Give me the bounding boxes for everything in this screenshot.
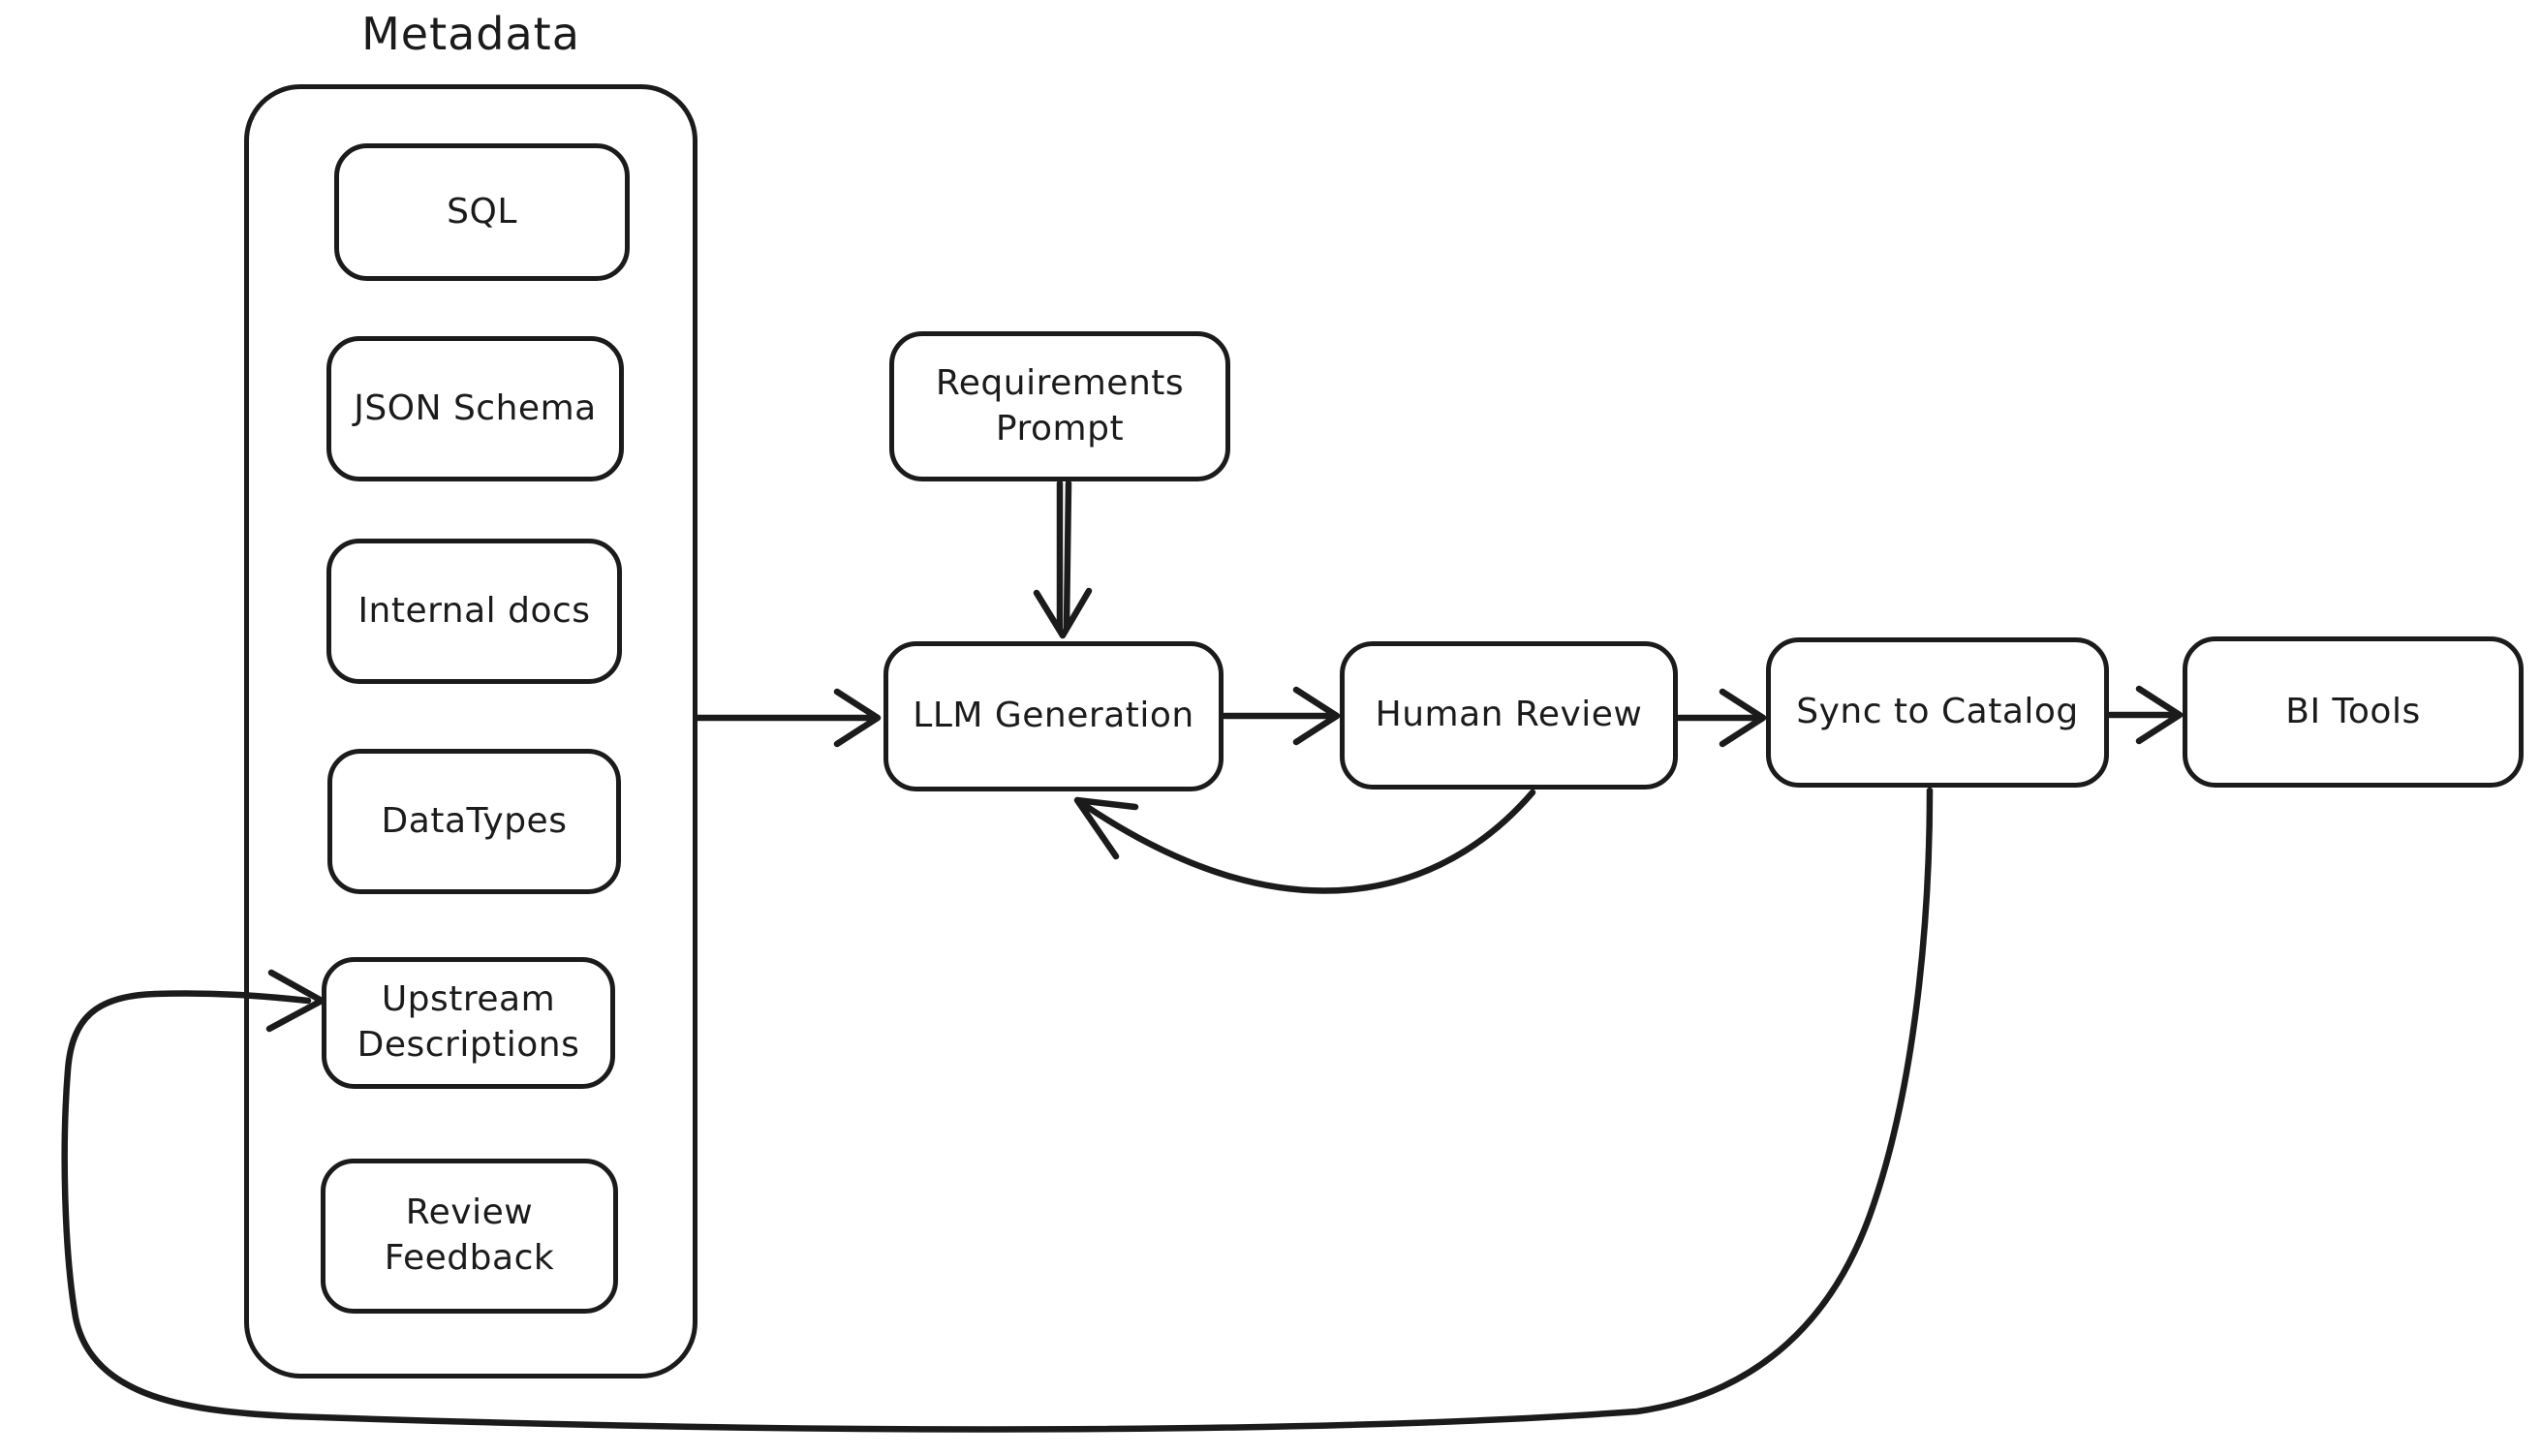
node-bi-tools: BI Tools: [2183, 636, 2524, 788]
edge-human-review-to-sync: [1675, 688, 1767, 748]
node-sql-label: SQL: [447, 191, 517, 232]
node-datatypes: DataTypes: [327, 749, 621, 894]
node-bi-tools-label: BI Tools: [2285, 691, 2421, 731]
node-review-feedback: Review Feedback: [321, 1159, 618, 1314]
node-sync-to-catalog: Sync to Catalog: [1766, 637, 2109, 788]
edge-metadata-to-llm: [694, 688, 882, 748]
node-human-review: Human Review: [1340, 641, 1678, 790]
node-llm-generation: LLM Generation: [883, 641, 1224, 791]
edge-human-review-feedback-to-llm: [1073, 789, 1536, 894]
edge-sync-to-bi-tools: [2106, 685, 2184, 745]
node-requirements-prompt-label: Requirements Prompt: [935, 362, 1185, 449]
node-upstream-descriptions-label: Upstream Descriptions: [356, 979, 580, 1065]
metadata-group-label: Metadata: [361, 8, 580, 60]
node-requirements-prompt: Requirements Prompt: [889, 331, 1230, 481]
edge-llm-to-human-review: [1221, 686, 1341, 746]
node-internal-docs-label: Internal docs: [357, 590, 591, 631]
node-json-schema: JSON Schema: [326, 336, 624, 481]
node-human-review-label: Human Review: [1375, 695, 1643, 735]
node-sql: SQL: [334, 143, 630, 281]
node-sync-to-catalog-label: Sync to Catalog: [1796, 692, 2079, 732]
node-json-schema-label: JSON Schema: [354, 387, 597, 428]
node-internal-docs: Internal docs: [326, 539, 622, 684]
node-datatypes-label: DataTypes: [381, 800, 568, 841]
edge-requirements-to-llm: [1033, 480, 1093, 639]
node-review-feedback-label: Review Feedback: [384, 1193, 555, 1278]
node-upstream-descriptions: Upstream Descriptions: [322, 957, 615, 1089]
node-llm-generation-label: LLM Generation: [913, 696, 1194, 736]
